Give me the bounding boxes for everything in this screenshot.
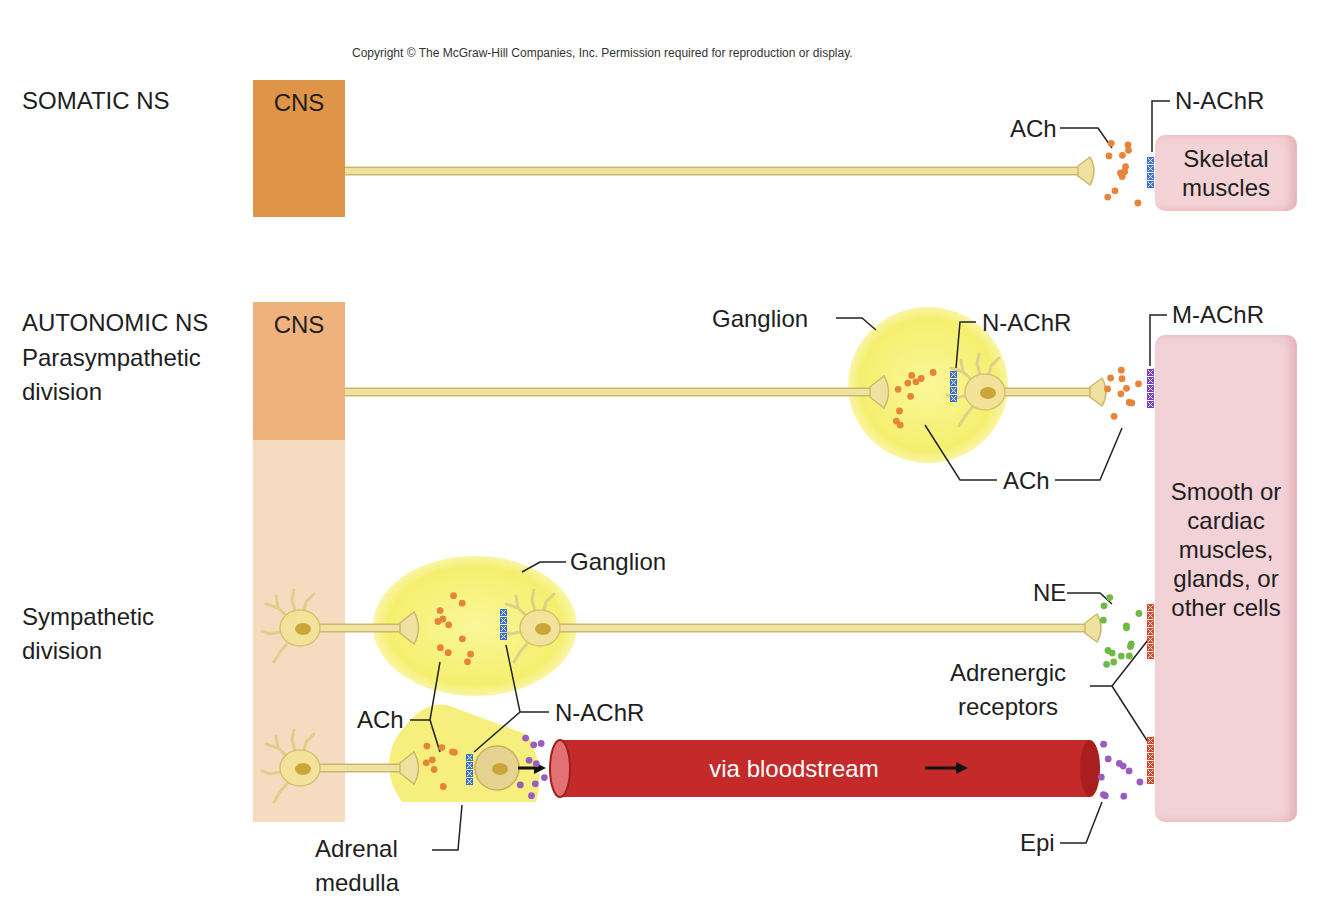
text-label: N-AChR	[982, 308, 1071, 337]
text-label: NE	[1033, 578, 1066, 607]
receptor-marks	[466, 157, 1154, 785]
text-label: AUTONOMIC NS	[22, 308, 208, 337]
copyright-note: Copyright © The McGraw-Hill Companies, I…	[352, 45, 853, 61]
cns-band: CNS	[253, 80, 345, 217]
text-label: Epi	[1020, 828, 1055, 857]
text-label: Sympathetic division	[22, 600, 192, 668]
text-label: ACh	[1010, 114, 1057, 143]
text-label: Parasympathetic division	[22, 341, 252, 409]
node-text: Skeletal muscles	[1160, 144, 1292, 202]
text-label: Ganglion	[712, 304, 808, 333]
text-label: Adrenergic receptors	[928, 656, 1088, 724]
node-text: via bloodstream	[663, 754, 925, 783]
effector-box: Smooth or cardiac muscles, glands, or ot…	[1155, 335, 1297, 822]
text-label: N-AChR	[1175, 86, 1264, 115]
node-text: Smooth or cardiac muscles, glands, or ot…	[1160, 477, 1292, 622]
text-label: ACh	[1003, 466, 1050, 495]
text-label: ACh	[357, 705, 404, 734]
text-label: Adrenal medulla	[315, 832, 435, 900]
node-text: CNS	[274, 88, 325, 117]
effector-box: Skeletal muscles	[1155, 135, 1297, 211]
node-text: CNS	[274, 310, 325, 339]
text-label: M-AChR	[1172, 300, 1264, 329]
text-label: Ganglion	[570, 547, 666, 576]
blood-vessel: via bloodstream	[565, 740, 925, 797]
text-label: N-AChR	[555, 698, 644, 727]
molecule-dots	[423, 140, 1143, 800]
cns-band: CNS	[253, 302, 345, 440]
text-label: SOMATIC NS	[22, 86, 170, 115]
